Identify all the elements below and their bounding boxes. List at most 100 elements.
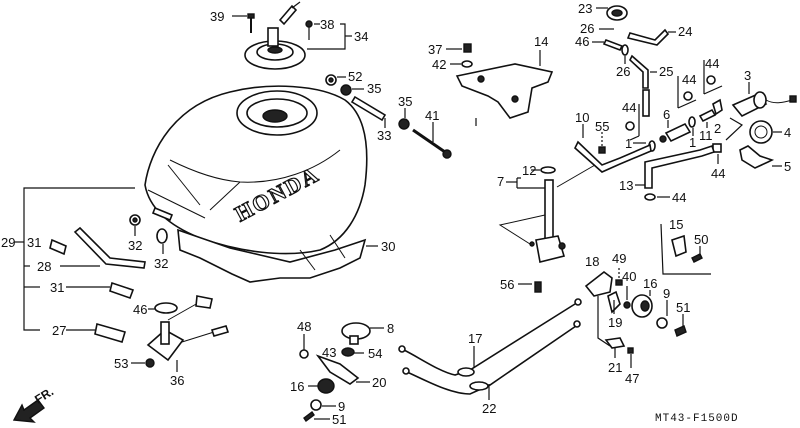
- screw-56[interactable]: [534, 281, 542, 293]
- throttle-cable-22[interactable]: [402, 320, 581, 395]
- callout-46: 46: [575, 34, 589, 49]
- bolt-53[interactable]: [145, 358, 155, 368]
- callout-32a: 32: [128, 238, 142, 253]
- clip-44b[interactable]: [683, 91, 693, 101]
- clip-55[interactable]: [598, 146, 606, 154]
- collar-9a[interactable]: [310, 399, 322, 411]
- screw-49[interactable]: [615, 279, 623, 286]
- washer-12[interactable]: [540, 166, 556, 174]
- pulley-16a[interactable]: [317, 378, 335, 394]
- knob-8[interactable]: [341, 322, 371, 345]
- clip-44e[interactable]: [644, 193, 656, 201]
- callout-4: 4: [784, 125, 791, 140]
- callout-39: 39: [210, 9, 224, 24]
- callout-23: 23: [578, 1, 592, 16]
- mount-rubber-4[interactable]: [749, 120, 773, 144]
- callout-47: 47: [625, 371, 639, 386]
- cushion-32a[interactable]: [129, 214, 141, 226]
- holder-15[interactable]: [671, 234, 687, 258]
- callout-34: 34: [354, 29, 368, 44]
- callout-48: 48: [297, 319, 311, 334]
- lever-20[interactable]: [315, 354, 360, 385]
- stay-21[interactable]: [604, 337, 626, 349]
- callout-31a: 31: [27, 235, 41, 250]
- callout-38: 38: [320, 17, 334, 32]
- bolt-51b[interactable]: [674, 325, 687, 337]
- tube-25[interactable]: [629, 54, 650, 117]
- clip-1b[interactable]: [688, 116, 696, 128]
- callout-11: 11: [699, 128, 713, 143]
- callout-30: 30: [381, 239, 395, 254]
- grommet-52[interactable]: [325, 74, 337, 86]
- holder-18[interactable]: [584, 270, 613, 297]
- screw-39[interactable]: [247, 13, 255, 33]
- fuel-hose-13[interactable]: [644, 144, 716, 189]
- nut-40[interactable]: [623, 301, 631, 309]
- callout-46b: 46: [133, 302, 147, 317]
- fuel-pump-3[interactable]: [731, 91, 797, 118]
- bolt-51a[interactable]: [303, 410, 315, 423]
- joint-46[interactable]: [602, 38, 624, 52]
- fuel-unit-36[interactable]: [146, 295, 230, 362]
- damper-35[interactable]: [340, 84, 352, 96]
- damper-35b[interactable]: [398, 118, 410, 130]
- callout-41: 41: [425, 108, 439, 123]
- fuel-filter-6[interactable]: [659, 122, 692, 143]
- o-ring-46[interactable]: [154, 302, 178, 314]
- collar-33[interactable]: [350, 95, 387, 122]
- choke-cable-17[interactable]: [398, 298, 582, 377]
- fuel-cock-7[interactable]: [529, 179, 566, 263]
- bolt-37[interactable]: [463, 43, 472, 53]
- pulley-16b[interactable]: [631, 294, 653, 318]
- callout-55: 55: [595, 119, 609, 134]
- tank-bracket-14[interactable]: [455, 63, 554, 119]
- fuel-tank[interactable]: HONDA: [144, 85, 368, 255]
- washer-42[interactable]: [461, 60, 473, 68]
- fuel-cap-assembly[interactable]: [244, 1, 306, 70]
- callout-12: 12: [522, 163, 536, 178]
- callout-44d: 44: [711, 166, 725, 181]
- callout-32b: 32: [154, 256, 168, 271]
- callout-2: 2: [714, 121, 721, 136]
- callout-29: 29: [1, 235, 15, 250]
- tube-24[interactable]: [626, 28, 670, 46]
- callout-24: 24: [678, 24, 692, 39]
- bolt-47[interactable]: [627, 347, 634, 354]
- callout-9a: 9: [338, 399, 345, 414]
- callout-42: 42: [432, 57, 446, 72]
- rubber-31b[interactable]: [109, 281, 135, 300]
- clip-tank-tab: [151, 206, 174, 222]
- rubber-31a[interactable]: [49, 238, 67, 256]
- callout-56: 56: [500, 277, 514, 292]
- clip-26[interactable]: [621, 44, 629, 56]
- callout-44c: 44: [705, 56, 719, 71]
- callout-25: 25: [659, 64, 673, 79]
- callout-5: 5: [784, 159, 791, 174]
- callout-44e: 44: [672, 190, 686, 205]
- rubber-27[interactable]: [94, 322, 126, 343]
- callout-26: 26: [580, 21, 594, 36]
- fuel-hose-10[interactable]: [574, 140, 652, 173]
- collar-9b[interactable]: [656, 317, 668, 329]
- callout-21: 21: [608, 360, 622, 375]
- spring-54[interactable]: [341, 347, 355, 357]
- nut-48[interactable]: [299, 349, 309, 359]
- bracket-5[interactable]: [739, 145, 775, 169]
- screw-38[interactable]: [305, 20, 313, 40]
- callout-7: 7: [497, 174, 504, 189]
- joint-11[interactable]: [698, 108, 717, 123]
- callout-20: 20: [372, 375, 386, 390]
- callout-51a: 51: [332, 412, 346, 427]
- clip-44c[interactable]: [706, 75, 716, 85]
- band-28[interactable]: [73, 226, 146, 269]
- callout-6: 6: [663, 107, 670, 122]
- callout-35b: 35: [398, 94, 412, 109]
- cushion-32b[interactable]: [156, 228, 168, 244]
- tank-lower-panel[interactable]: [177, 228, 367, 283]
- joint-2[interactable]: [712, 98, 723, 116]
- bolt-41[interactable]: [412, 128, 452, 159]
- callout-33: 33: [377, 128, 391, 143]
- clip-44a[interactable]: [625, 121, 635, 131]
- breather-cap-23[interactable]: [606, 5, 628, 21]
